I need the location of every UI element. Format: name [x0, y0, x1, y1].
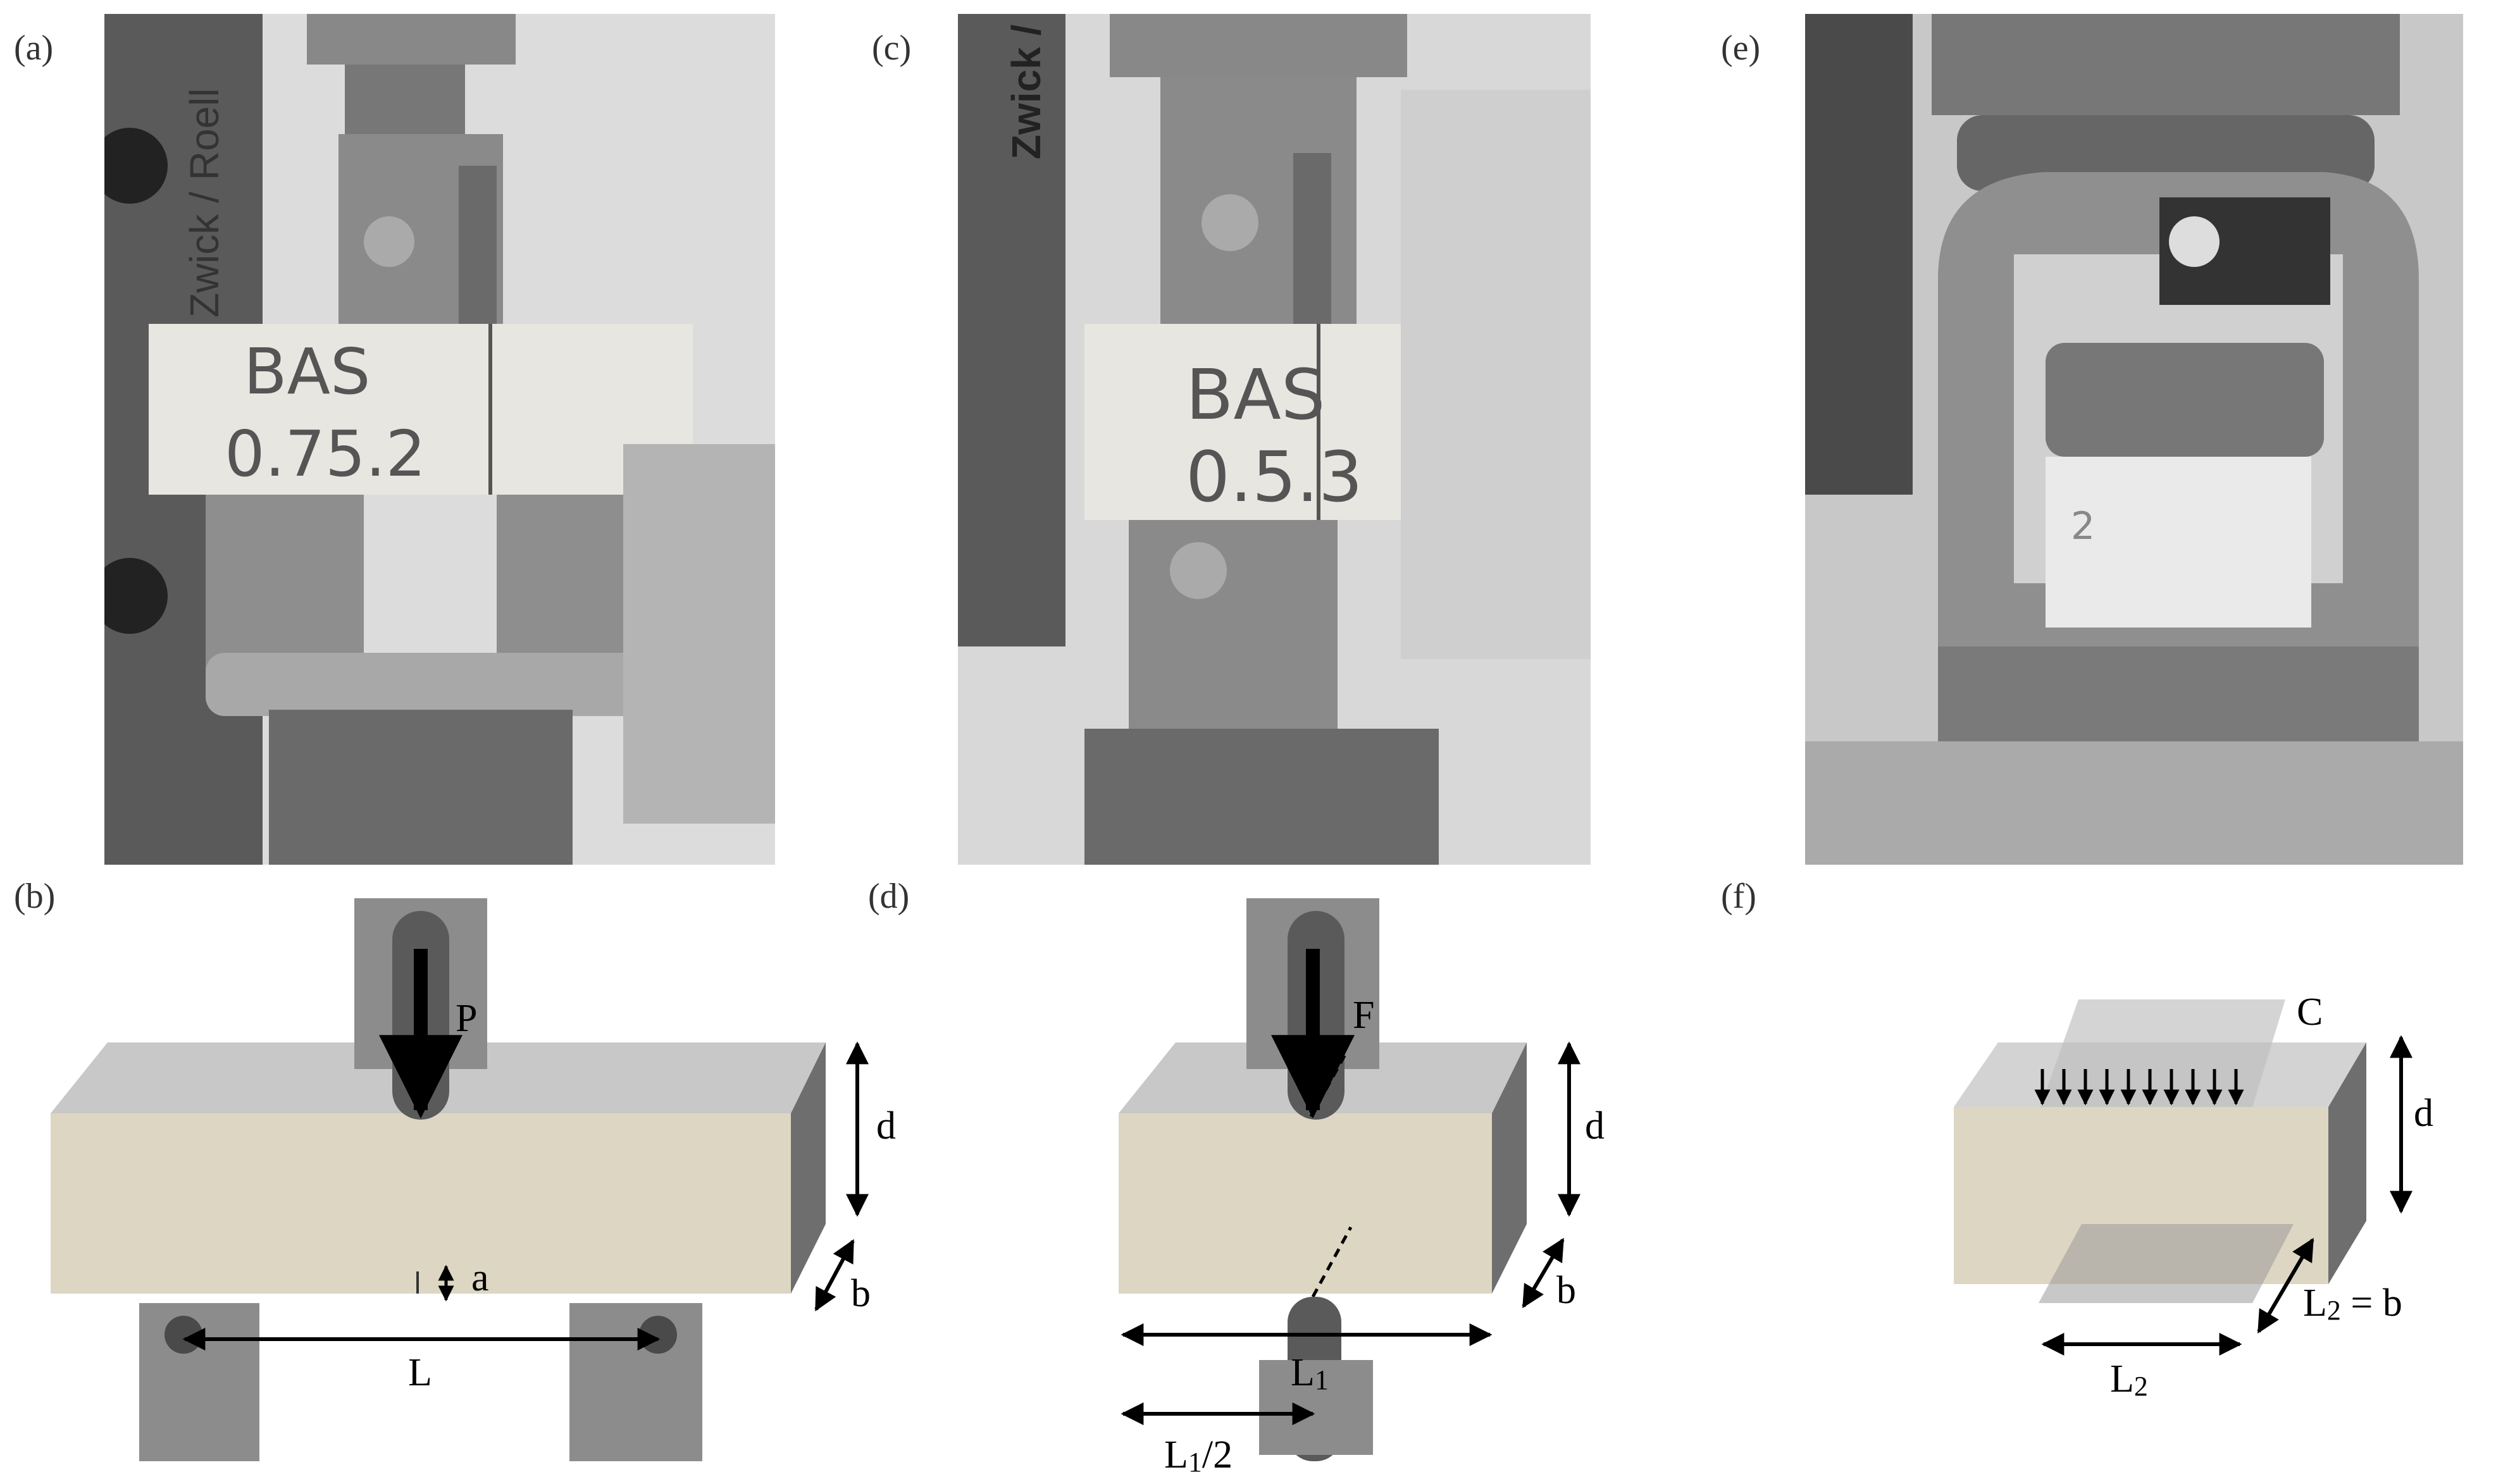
right-support — [569, 1303, 702, 1461]
upper-load-plate — [2040, 999, 2285, 1107]
machine-brand-text: Zwick / Roell — [1003, 14, 1049, 159]
panel-label-b: (b) — [14, 877, 56, 916]
beam-front-face — [51, 1113, 791, 1294]
split-plane-line-bottom — [1311, 1226, 1353, 1298]
load-label-f: F — [1353, 994, 1374, 1037]
panel-label-d: (d) — [868, 877, 910, 916]
panel-label-e: (e) — [1721, 28, 1761, 68]
span-label-l: L — [408, 1351, 432, 1394]
panel-label-f: (f) — [1721, 877, 1756, 916]
plate-width-arrow — [2257, 1237, 2314, 1334]
width-arrow-b — [814, 1239, 855, 1312]
photo-e-compression: 2 — [1805, 14, 2463, 865]
split-plane-line-top — [1309, 1049, 1350, 1118]
plate-width-label: L2 = b — [2303, 1282, 2402, 1326]
panel-label-c: (c) — [872, 28, 912, 68]
specimen-a-label-line1: BAS — [244, 335, 371, 409]
specimen-c-label-line1: BAS — [1186, 354, 1326, 435]
load-label-p: P — [456, 997, 477, 1040]
half-span-label: L1/2 — [1164, 1433, 1233, 1478]
depth-label-d: d — [1585, 1104, 1605, 1147]
machine-brand-text: Zwick / Roell — [182, 88, 227, 318]
notch-label-a: a — [471, 1256, 489, 1299]
depth-label-d: d — [876, 1104, 896, 1147]
diagram-b-three-point-bending: P a L d b — [51, 898, 896, 1461]
specimen-e-mark: 2 — [2071, 504, 2095, 548]
beam-side-face — [791, 1042, 826, 1294]
load-label-c: C — [2297, 991, 2323, 1034]
lower-load-plate — [2039, 1224, 2294, 1303]
photo-c-split-tension: Zwick / Roell BAS 0.5.3 — [958, 14, 1591, 865]
span-label-l1: L1 — [1291, 1351, 1329, 1395]
photo-a-three-point-bending: Zwick / Roell BAS 0.75.2 — [104, 14, 775, 865]
depth-label-d: d — [2414, 1092, 2433, 1135]
specimen-a-label-line2: 0.75.2 — [225, 417, 426, 491]
distributed-load-arrows — [2034, 1069, 2244, 1106]
panel-label-a: (a) — [14, 28, 54, 68]
diagram-f-compression: C L2 L2 = b d — [1954, 991, 2433, 1402]
width-label-b: b — [1556, 1269, 1576, 1312]
plate-length-label: L2 — [2110, 1357, 2148, 1402]
width-label-b: b — [851, 1272, 871, 1315]
diagram-d-split-tension: F L1 L1/2 d b — [1119, 898, 1605, 1478]
specimen-c-label-line2: 0.5.3 — [1186, 436, 1363, 517]
width-arrow-b — [1522, 1237, 1565, 1309]
